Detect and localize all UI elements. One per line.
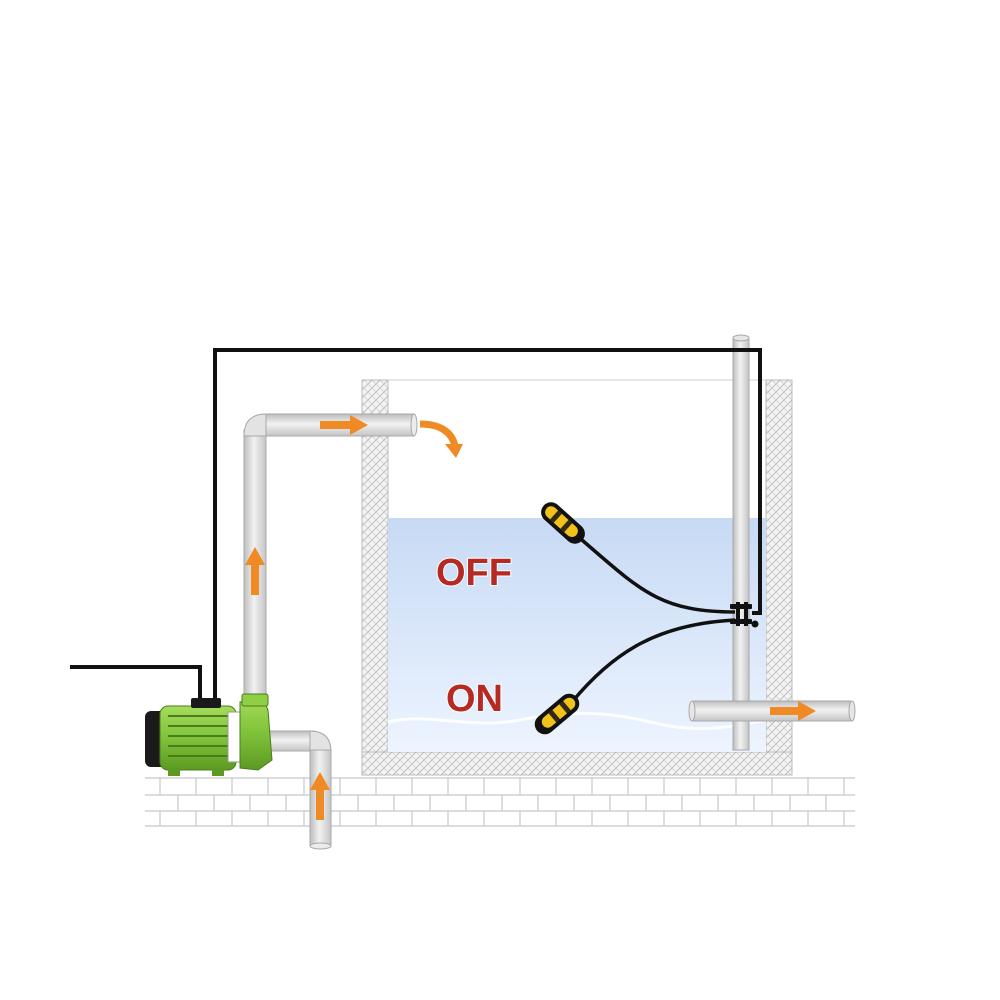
arrow-icon xyxy=(320,415,368,435)
float-switch-cables xyxy=(570,538,736,704)
flow-arrows xyxy=(245,415,816,820)
float-switch-icon xyxy=(534,693,580,735)
arrow-icon xyxy=(310,772,330,820)
cable-clamp xyxy=(730,602,759,628)
brick-ground xyxy=(145,777,855,827)
float-off-label: OFF xyxy=(436,552,512,594)
arrow-icon xyxy=(245,547,265,595)
float-mounting-pipe xyxy=(732,334,750,751)
water-pump-icon xyxy=(145,693,273,776)
arrow-icon xyxy=(770,701,816,721)
float-switch-icon xyxy=(541,502,585,544)
float-on-label: ON xyxy=(446,678,503,720)
water-surface-wave xyxy=(387,711,767,731)
curved-arrow-icon xyxy=(419,420,463,458)
control-cable xyxy=(70,348,762,700)
